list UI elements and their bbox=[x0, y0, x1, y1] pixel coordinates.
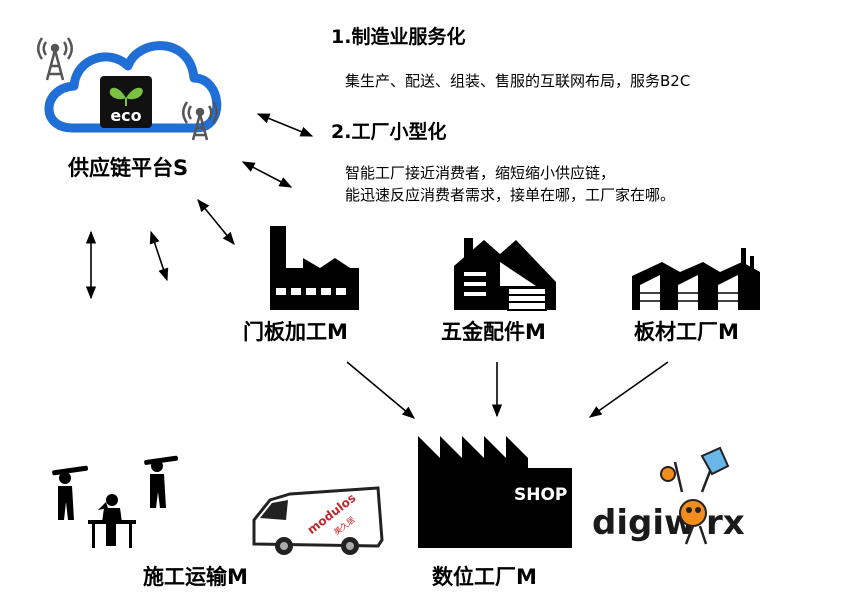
antenna-icon bbox=[182, 101, 218, 141]
house-factory-icon bbox=[454, 238, 556, 311]
brand-text-right: rx bbox=[706, 503, 745, 543]
factory-label-board: 板材工厂M bbox=[634, 320, 739, 344]
digital-factory-label: 数位工厂M bbox=[432, 565, 537, 589]
shop-sign: SHOP bbox=[514, 485, 567, 505]
brand-text-left: digiw bbox=[592, 503, 695, 543]
construction-label: 施工运输M bbox=[143, 565, 248, 589]
point-1-text: 集生产、配送、组装、售服的互联网布局，服务B2C bbox=[345, 72, 691, 90]
digiworx-logo: digiw rx bbox=[592, 446, 745, 545]
point-1-heading: 1.制造业服务化 bbox=[331, 26, 466, 48]
shop-factory-icon: SHOP bbox=[418, 436, 572, 548]
shed-factory-icon bbox=[632, 248, 760, 310]
point-2-text-line-1: 智能工厂接近消费者，缩短缩小供应链， bbox=[345, 164, 616, 182]
point-2-heading: 2.工厂小型化 bbox=[331, 121, 447, 143]
eco-logo: eco bbox=[100, 76, 152, 128]
worker-icon bbox=[144, 455, 178, 508]
mascot-icon bbox=[660, 446, 730, 545]
point-2-text-line-2: 能迅速反应消费者需求，接单在哪，工厂家在哪。 bbox=[345, 186, 676, 204]
chimney-factory-icon bbox=[270, 226, 359, 310]
connector-arrows bbox=[85, 113, 669, 419]
desk-worker-icon bbox=[88, 494, 136, 548]
eco-logo-text: eco bbox=[110, 106, 141, 125]
factory-label-hardware: 五金配件M bbox=[441, 320, 546, 344]
worker-icon bbox=[52, 465, 88, 520]
platform-label: 供应链平台S bbox=[68, 156, 189, 180]
antenna-icon bbox=[37, 37, 73, 81]
van-icon: modulos 美久居 bbox=[252, 486, 384, 555]
factory-label-door-panel: 门板加工M bbox=[243, 320, 348, 344]
